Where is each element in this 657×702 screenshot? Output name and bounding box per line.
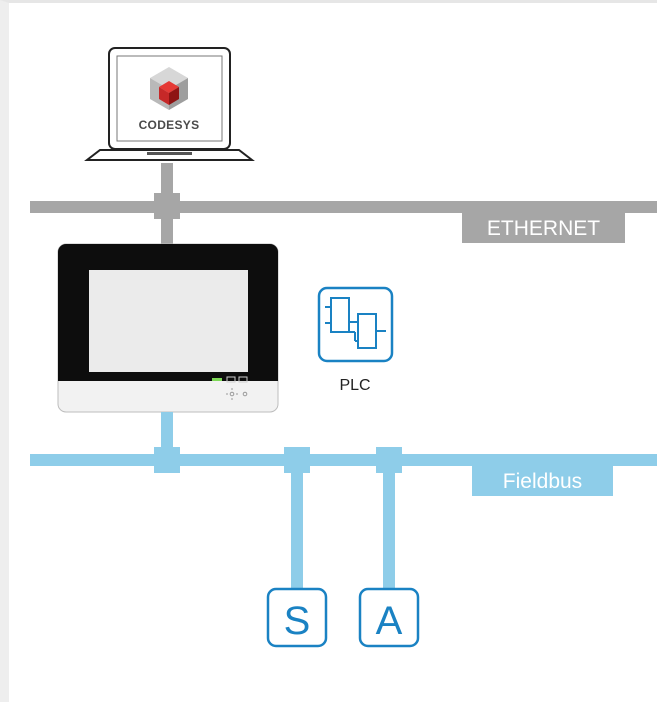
ethernet-line (30, 201, 657, 213)
fieldbus-label: Fieldbus (503, 470, 582, 493)
actuator-box (358, 587, 420, 648)
fieldbus-t-connector-hmi (154, 447, 180, 473)
laptop-trackpad (147, 152, 192, 155)
fieldbus-t-connector-sensor (284, 447, 310, 473)
codesys-logo-icon (150, 67, 188, 110)
fieldbus-line (30, 454, 657, 466)
fieldbus-bus: Fieldbus (30, 412, 657, 589)
hmi-panel (57, 243, 279, 413)
port-indicator-1 (226, 376, 236, 383)
plc: PLC (317, 286, 394, 394)
actuator-label: A (376, 599, 403, 643)
ethernet-bus: ETHERNET (30, 163, 657, 244)
fieldbus-drop-sensor (291, 465, 303, 589)
plc-blocks-icon (325, 297, 386, 349)
fieldbus-label-box (472, 464, 613, 496)
fieldbus-drop-actuator (383, 465, 395, 589)
codesys-logo-text: CODESYS (139, 118, 200, 132)
brightness-icon (226, 388, 238, 400)
actuator-device: A (358, 587, 420, 648)
status-led (212, 378, 222, 381)
sensor-box (266, 587, 328, 648)
laptop: CODESYS (84, 47, 255, 161)
fieldbus-t-connector-actuator (376, 447, 402, 473)
fieldbus-drop-hmi (161, 412, 173, 452)
ethernet-label-box (462, 211, 625, 243)
port-indicator-2 (238, 376, 248, 383)
sensor-device: S (266, 587, 328, 648)
plc-label: PLC (339, 377, 370, 394)
hmi-screen (89, 270, 248, 372)
sensor-label: S (284, 599, 311, 643)
plc-function-block-icon (317, 286, 394, 363)
ethernet-t-connector (154, 193, 180, 219)
power-indicator-icon (242, 391, 248, 397)
ethernet-label: ETHERNET (487, 217, 600, 240)
